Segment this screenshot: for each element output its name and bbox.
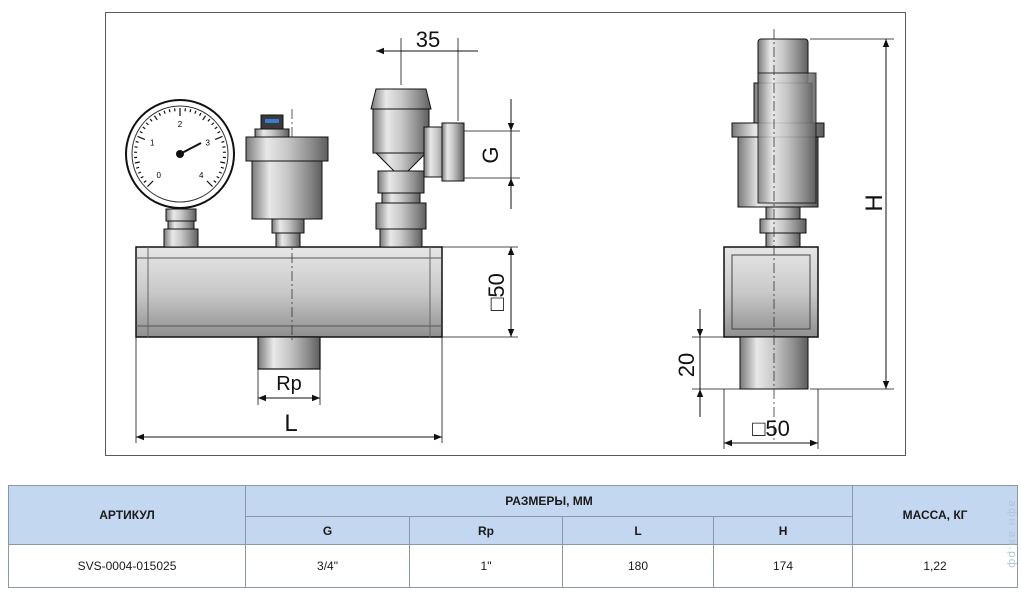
gauge-tick: [206, 180, 213, 187]
header-sizes: РАЗМЕРЫ, ММ: [244, 485, 854, 517]
gauge-tick: [134, 161, 140, 164]
gauge-tick: [149, 118, 153, 122]
dim-h-label: H: [861, 194, 888, 211]
dim-50-bottom: □50: [723, 389, 819, 449]
gauge-tick: [142, 126, 146, 130]
header-mass: МАССА, КГ: [852, 485, 1019, 545]
gauge-tick: [143, 180, 147, 183]
dim-50-bottom-label: □50: [752, 416, 790, 441]
gauge-tick: [137, 171, 142, 174]
table-row: SVS-0004-015025 3/4" 1" 180 174 1,22: [8, 544, 1019, 588]
dim-50-side: □50: [442, 246, 518, 338]
gauge-tick-label: 1: [150, 139, 155, 148]
gauge-tick: [202, 115, 207, 121]
cell-h: 174: [712, 544, 854, 588]
watermark: афн ая.рф: [1006, 500, 1019, 570]
header-g: G: [245, 516, 410, 545]
dim-rp: Rp: [257, 369, 321, 405]
dim-l: L: [135, 337, 443, 443]
dim-50-side-label: □50: [484, 273, 509, 311]
rp-connector: [257, 336, 321, 370]
gauge-tick-label: 4: [199, 171, 204, 180]
gauge-tick: [211, 122, 215, 126]
gauge-tick-label: 3: [205, 139, 210, 148]
gauge-tick: [136, 166, 140, 169]
dim-20: 20: [674, 309, 740, 417]
gauge-tick: [214, 135, 223, 141]
header-h: H: [712, 516, 854, 545]
gauge-tick: [214, 126, 218, 130]
gauge-tick: [220, 166, 224, 169]
header-article: АРТИКУЛ: [8, 485, 246, 545]
dim-35-label: 35: [416, 27, 440, 52]
header-rp: Rp: [409, 516, 563, 545]
cell-mass: 1,22: [852, 544, 1019, 588]
gauge-tick: [220, 161, 226, 164]
gauge-tick: [217, 130, 221, 134]
dim-35: 35: [376, 27, 478, 121]
gauge-tick: [163, 110, 166, 114]
gauge-tick: [140, 175, 144, 179]
header-l: L: [562, 516, 714, 545]
cell-g: 3/4": [245, 544, 410, 588]
gauge-tick: [145, 122, 149, 126]
specification-table: АРТИКУЛ РАЗМЕРЫ, ММ МАССА, КГ G Rp L H S…: [8, 485, 1019, 588]
gauge-tick: [213, 180, 217, 183]
pressure-gauge: 0 1 2 3 4: [125, 99, 235, 248]
gauge-tick: [168, 109, 171, 113]
gauge-tick: [221, 140, 225, 143]
gauge-tick: [139, 130, 143, 134]
dim-h: H: [810, 38, 894, 390]
gauge-tick: [216, 175, 220, 179]
gauge-tick: [137, 135, 146, 141]
gauge-tick: [198, 112, 202, 116]
dim-rp-label: Rp: [276, 373, 302, 395]
gauge-tick: [194, 110, 197, 114]
gauge-tick: [135, 140, 139, 143]
cell-article: SVS-0004-015025: [8, 544, 246, 588]
gauge-tick-label: 0: [157, 171, 162, 180]
gauge-tick: [218, 171, 223, 174]
dim-l-label: L: [284, 410, 297, 437]
gauge-tick: [189, 109, 192, 113]
gauge-tick-label: 2: [178, 120, 183, 129]
technical-drawing: 0 1 2 3 4 35 G: [105, 12, 906, 456]
cell-rp: 1": [409, 544, 563, 588]
dim-g-label: G: [478, 146, 503, 163]
manifold-body: [135, 246, 443, 338]
air-vent: [245, 114, 329, 248]
gauge-tick: [147, 180, 154, 187]
gauge-tick: [207, 118, 211, 122]
gauge-tick: [158, 112, 162, 116]
dim-g: G: [464, 99, 520, 209]
cell-l: 180: [562, 544, 714, 588]
safety-valve: [370, 88, 465, 248]
dim-20-label: 20: [674, 353, 699, 377]
gauge-tick: [153, 115, 158, 121]
side-view: [723, 38, 825, 390]
